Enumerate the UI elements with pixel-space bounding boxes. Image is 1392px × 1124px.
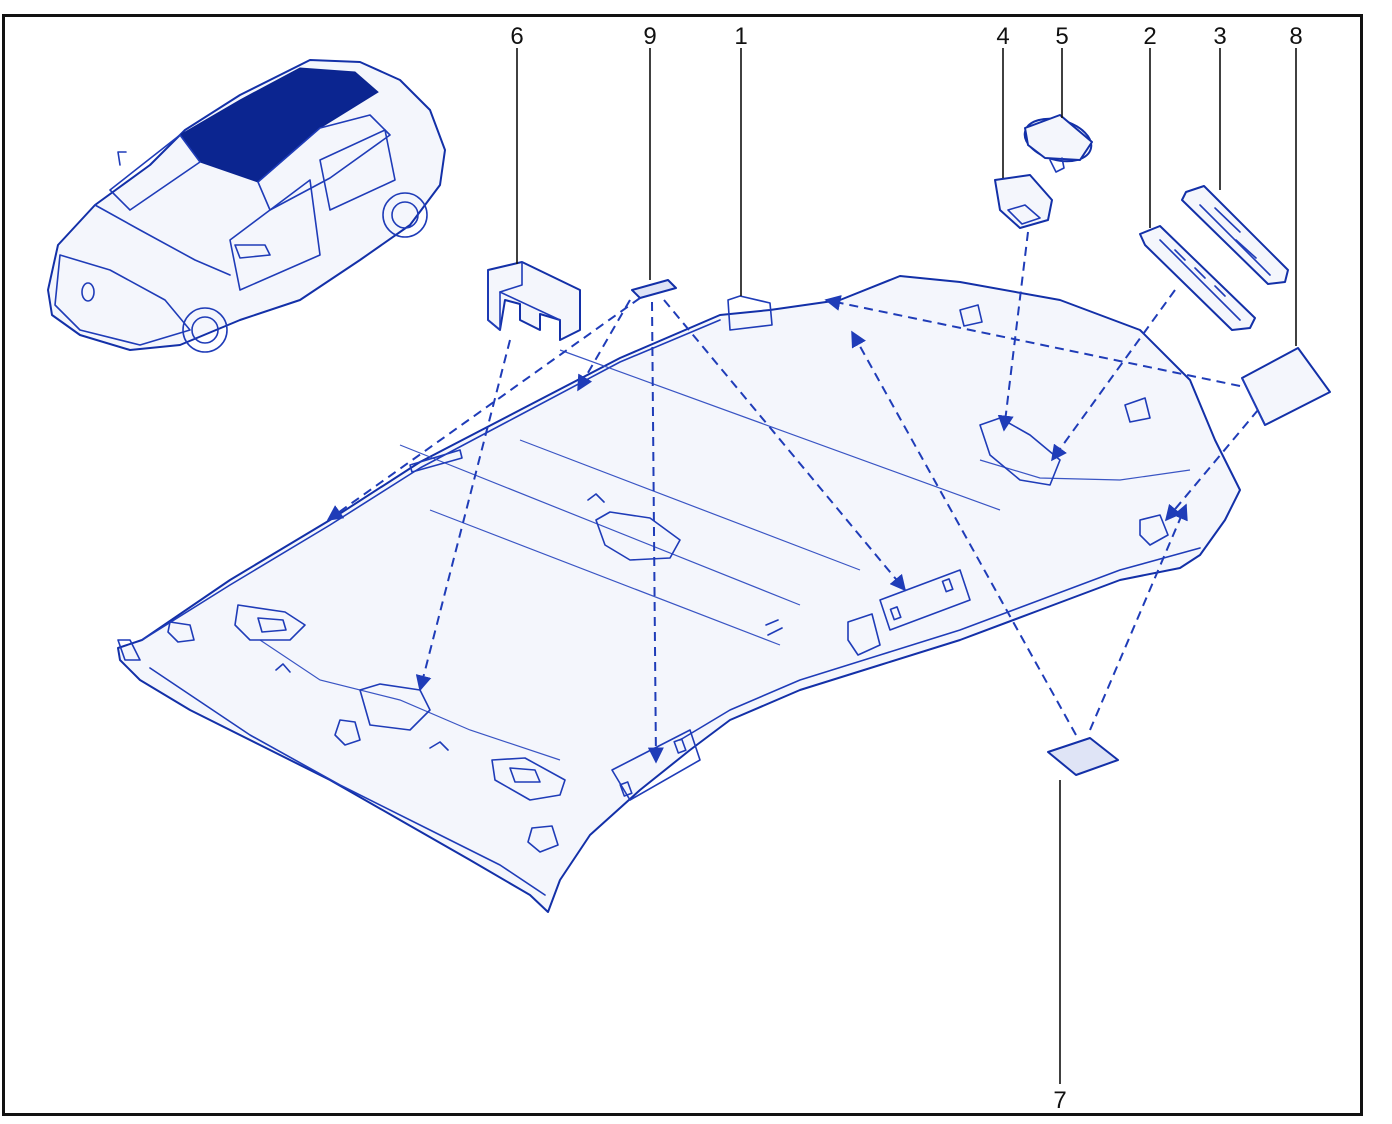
- part-7-square-pad: [1047, 737, 1119, 776]
- callout-6: 6: [510, 23, 523, 50]
- part-8-foam-pad: [1241, 347, 1331, 426]
- callout-leaders: [516, 48, 1297, 1084]
- part-6-support-block: [487, 261, 581, 341]
- vehicle-locator-thumbnail: [47, 59, 446, 353]
- callout-2: 2: [1143, 23, 1156, 50]
- part-9-small-pad: [631, 279, 677, 299]
- part-3-switch-panel: [1181, 185, 1289, 285]
- callout-4: 4: [996, 23, 1009, 50]
- part-5-lamp-lens: [1023, 114, 1093, 173]
- callout-7: 7: [1053, 1087, 1066, 1114]
- callout-3: 3: [1213, 23, 1226, 50]
- callout-8: 8: [1289, 23, 1302, 50]
- callout-labels: 6 9 1 4 5 2 3 8 7: [510, 23, 1302, 1114]
- roof-highlight: [179, 67, 379, 183]
- callout-5: 5: [1055, 23, 1068, 50]
- fitting-arrows: [326, 231, 1259, 764]
- callout-1: 1: [734, 23, 747, 50]
- part-2-interior-light-trim: [1139, 225, 1256, 331]
- headlining-panel: [117, 275, 1241, 913]
- callout-9: 9: [643, 23, 656, 50]
- part-4-lamp-housing: [994, 174, 1053, 229]
